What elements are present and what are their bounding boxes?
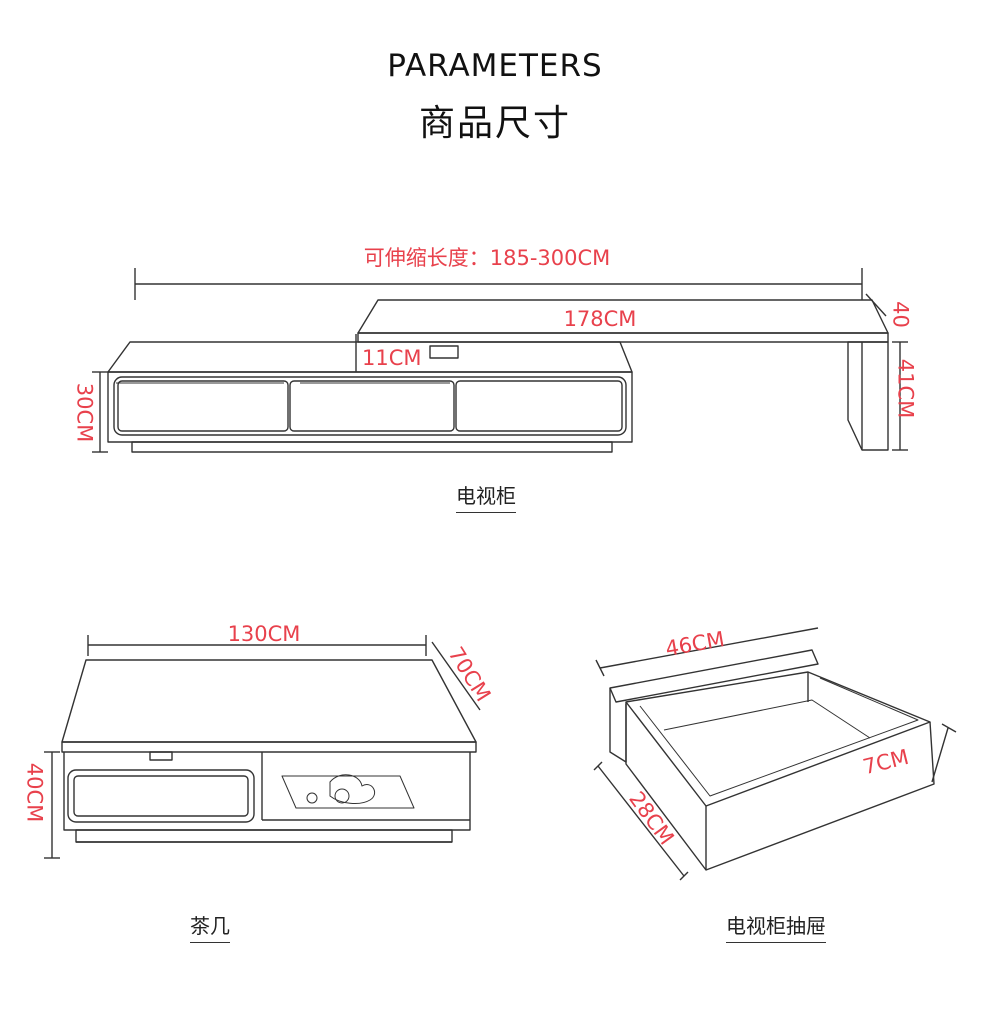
tv-cabinet-drawing [92, 268, 908, 453]
tv-depth-label: 40 [888, 301, 913, 328]
coffee-height-dimension-line [44, 751, 60, 859]
drawer-width-dimension-line [595, 627, 819, 677]
tv-depth-dimension-line [865, 293, 887, 317]
tv-extend-dimension-line [134, 268, 863, 300]
page-title-en: PARAMETERS [387, 48, 603, 84]
coffee-table-caption: 茶几 [190, 910, 230, 943]
coffee-length-dimension-line [87, 635, 427, 656]
page-title-zh: 商品尺寸 [418, 103, 571, 144]
drawer-depth-dimension-line [593, 761, 689, 881]
tv-body-height-label: 30CM [72, 382, 97, 443]
tv-gap-height-label: 11CM [362, 346, 422, 370]
coffee-height-label: 40CM [22, 762, 47, 823]
drawer-caption: 电视柜抽屉 [726, 910, 826, 943]
tv-cabinet-caption: 电视柜 [456, 480, 516, 513]
tv-body-height-dimension-line [92, 371, 108, 453]
tv-top-length-label: 178CM [563, 307, 637, 331]
drawer-height-dimension-line [931, 723, 957, 783]
coffee-table-drawing [44, 635, 481, 859]
tv-extendable-length-label: 可伸缩长度：185-300CM [363, 246, 611, 270]
tv-cabinet-body [107, 341, 633, 453]
tv-leg-height-label: 41CM [893, 358, 918, 419]
tv-leg-height-dimension-line [892, 341, 908, 451]
coffee-depth-dimension-line [431, 641, 481, 711]
coffee-length-label: 130CM [227, 622, 301, 646]
drawer-drawing [593, 627, 957, 881]
